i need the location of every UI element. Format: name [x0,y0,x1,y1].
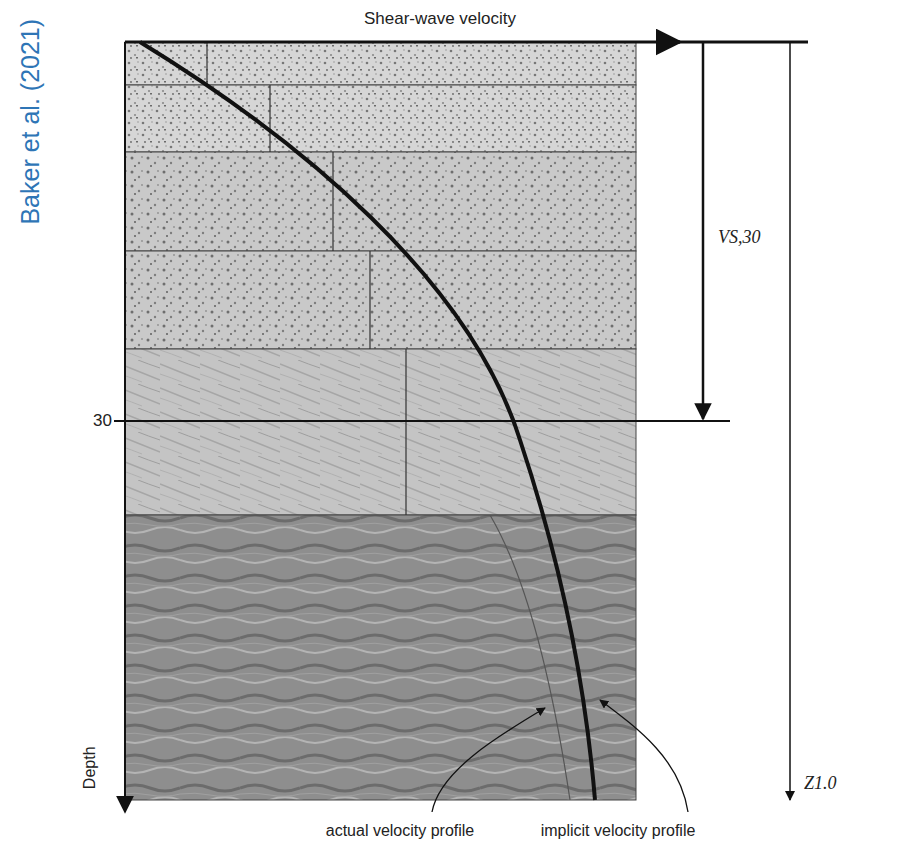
callout-label: actual velocity profile [326,822,475,840]
dimension-label: Z1.0 [804,774,837,794]
axis-title: Shear-wave velocity [364,10,516,29]
depth-value: 30 [93,412,112,431]
dimension-label: VS,30 [718,228,761,248]
axis-title: Depth [80,747,98,790]
citation-label: Baker et al. (2021) [17,19,45,225]
callout-label: implicit velocity profile [541,822,696,840]
